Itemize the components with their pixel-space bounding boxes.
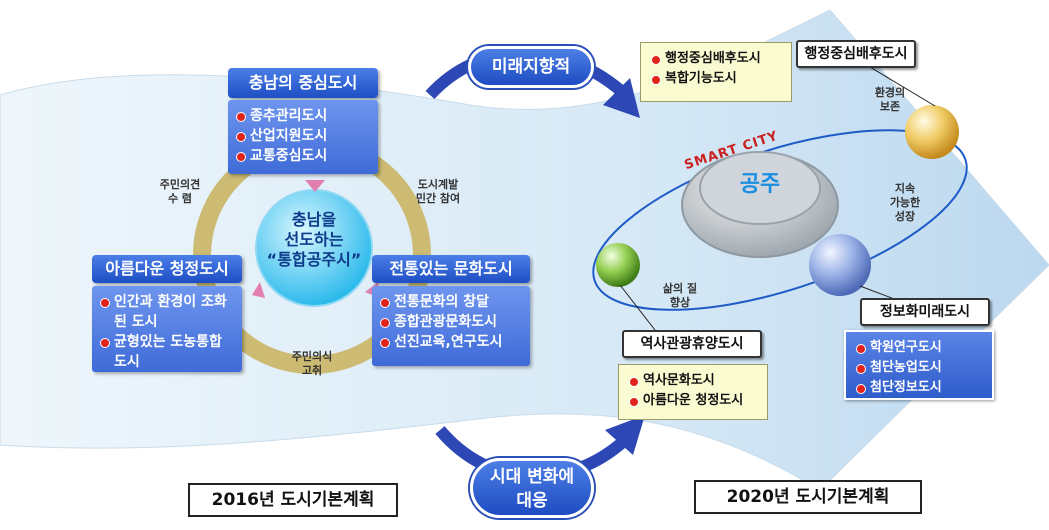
list-item: 전통문화의 창달	[380, 292, 522, 312]
info-city-list: 학원연구도시 첨단농업도시 첨단정보도시	[844, 330, 994, 400]
clean-city-title: 아름다운 청정도시	[92, 255, 242, 283]
clean-city-list: 인간과 환경이 조화된 도시 균형있는 도농통합도시	[92, 286, 242, 372]
orbit-label-environment: 환경의 보존	[860, 86, 920, 114]
list-item: 교통중심도시	[236, 146, 370, 166]
orbit-label-line: 가능한	[889, 196, 921, 209]
ring-label-participation: 도시계발 민간 참여	[398, 178, 478, 206]
slogan-line3: “통합공주시”	[266, 250, 362, 269]
list-item: 복합기능도시	[651, 69, 781, 89]
orbit-label-sustainable: 지속 가능한 성장	[875, 182, 935, 224]
hub-city-name: 공주	[739, 172, 781, 197]
list-item: 역사문화도시	[629, 371, 757, 391]
future-oriented-label: 미래지향적	[468, 46, 594, 88]
plan-2016-label: 2016년 도시기본계획	[188, 483, 398, 517]
adapt-line2: 대응	[516, 491, 548, 511]
orbit-label-line: 성장	[894, 210, 916, 223]
orbit-label-line: 지속	[894, 182, 916, 195]
center-slogan: 충남을 선도하는 “통합공주시”	[256, 210, 372, 270]
info-city-title: 정보화미래도시	[860, 298, 990, 326]
ring-label-line: 주민의견	[159, 178, 201, 191]
list-item: 첨단정보도시	[856, 378, 982, 398]
orbit-label-quality: 삶의 질 향상	[650, 282, 710, 310]
ring-label-opinion: 주민의견 수 렴	[140, 178, 220, 206]
orbit-label-line: 환경의	[874, 86, 906, 99]
list-item: 첨단농업도시	[856, 358, 982, 378]
list-item: 인간과 환경이 조화된 도시	[100, 292, 234, 332]
orbit-label-line: 삶의 질	[662, 282, 698, 295]
center-city-list: 종추관리도시 산업지원도시 교통중심도시	[228, 100, 378, 174]
adapt-line1: 시대 변화에	[489, 467, 575, 487]
ring-label-line: 고취	[301, 364, 323, 377]
list-item: 종합관광문화도시	[380, 312, 522, 332]
orbit-label-line: 보존	[879, 100, 901, 113]
culture-city-list: 전통문화의 창달 종합관광문화도시 선진교육,연구도시	[372, 286, 530, 366]
slogan-line1: 충남을	[291, 210, 337, 229]
list-item: 산업지원도시	[236, 126, 370, 146]
history-city-list: 역사문화도시 아름다운 청정도시	[618, 364, 768, 420]
list-item: 아름다운 청정도시	[629, 391, 757, 411]
history-city-title: 역사관광휴양도시	[622, 330, 762, 358]
slogan-line2: 선도하는	[284, 230, 344, 249]
ring-label-line: 수 렴	[167, 192, 193, 205]
ring-label-line: 주민의식	[291, 350, 333, 363]
orbit-label-line: 향상	[669, 296, 691, 309]
ring-label-line: 민간 참여	[415, 192, 461, 205]
list-item: 균형있는 도농통합도시	[100, 332, 234, 372]
ring-label-awareness: 주민의식 고취	[272, 350, 352, 378]
ring-label-line: 도시계발	[417, 178, 459, 191]
plan-2020-label: 2020년 도시기본계획	[694, 480, 922, 514]
culture-city-title: 전통있는 문화도시	[372, 255, 530, 283]
list-item: 행정중심배후도시	[651, 49, 781, 69]
list-item: 선진교육,연구도시	[380, 332, 522, 352]
admin-city-title: 행정중심배후도시	[796, 40, 916, 68]
list-item: 종추관리도시	[236, 106, 370, 126]
center-city-title: 충남의 중심도시	[228, 68, 378, 98]
list-item: 학원연구도시	[856, 338, 982, 358]
adapt-to-change-label: 시대 변화에 대응	[470, 458, 594, 518]
admin-city-list: 행정중심배후도시 복합기능도시	[640, 42, 792, 102]
